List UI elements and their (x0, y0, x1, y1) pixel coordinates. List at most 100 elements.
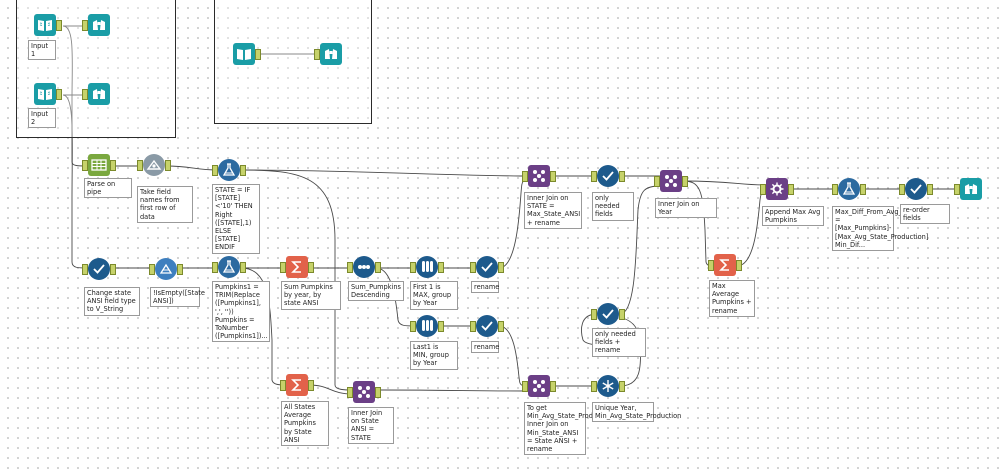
input-anchor[interactable] (410, 262, 416, 273)
output-anchor[interactable] (438, 262, 444, 273)
browse-tool-1[interactable] (82, 14, 110, 36)
input-anchor[interactable] (708, 260, 714, 271)
formula-tool-pumpkins[interactable] (212, 256, 246, 278)
output-anchor[interactable] (375, 262, 381, 273)
output-anchor[interactable] (788, 184, 794, 195)
dynamic-rename-tool[interactable] (137, 154, 171, 176)
tool-label: only needed fields + rename (592, 328, 646, 357)
select-tool-change-state[interactable] (82, 258, 116, 280)
input-anchor[interactable] (591, 309, 597, 320)
input-anchor[interactable] (347, 262, 353, 273)
select-tool-reorder[interactable] (899, 178, 933, 200)
unique-tool[interactable] (591, 375, 625, 397)
select-tool-only-needed-2[interactable] (591, 303, 625, 325)
text-to-columns-tool[interactable] (82, 154, 116, 176)
tool-label: STATE = IF [STATE]<'10' THEN Right ([STA… (212, 184, 260, 254)
output-anchor[interactable] (682, 176, 688, 187)
output-anchor[interactable] (255, 49, 261, 60)
input-anchor[interactable] (522, 381, 528, 392)
output-anchor[interactable] (240, 165, 246, 176)
input-anchor[interactable] (212, 165, 218, 176)
output-anchor[interactable] (56, 20, 62, 31)
input-data-tool-3[interactable] (233, 43, 261, 65)
join-tool-min-state[interactable] (522, 375, 556, 397)
tool-label: First 1 is MAX, group by Year (410, 281, 458, 310)
output-anchor[interactable] (550, 381, 556, 392)
input-anchor[interactable] (212, 262, 218, 273)
tool-label: Input 2 (28, 108, 56, 129)
input-anchor[interactable] (591, 381, 597, 392)
output-anchor[interactable] (308, 262, 314, 273)
input-data-tool-1[interactable] (34, 14, 62, 36)
summarize-tool-all-states[interactable] (280, 374, 314, 396)
browse-tool-2[interactable] (82, 83, 110, 105)
input-anchor[interactable] (470, 321, 476, 332)
output-anchor[interactable] (110, 160, 116, 171)
output-anchor[interactable] (438, 321, 444, 332)
input-anchor[interactable] (280, 380, 286, 391)
formula-tool-state[interactable] (212, 159, 246, 181)
output-anchor[interactable] (619, 171, 625, 182)
sample-tool-last[interactable] (410, 315, 444, 337)
summarize-tool-sum[interactable] (280, 256, 314, 278)
input-anchor[interactable] (410, 321, 416, 332)
input-anchor[interactable] (314, 49, 320, 60)
filter-tool[interactable] (149, 258, 183, 280)
input-anchor[interactable] (82, 20, 88, 31)
input-anchor[interactable] (137, 160, 143, 171)
test-tubes-icon (420, 260, 434, 274)
input-anchor[interactable] (149, 264, 155, 275)
output-anchor[interactable] (110, 264, 116, 275)
tool-label: Max Average Pumpkins + rename (709, 280, 755, 317)
tool-label: !IsEmpty([State ANSI]) (150, 287, 205, 308)
select-tool-rename-1[interactable] (470, 256, 504, 278)
sort-tool[interactable] (347, 256, 381, 278)
input-data-tool-2[interactable] (34, 83, 62, 105)
input-anchor[interactable] (899, 184, 905, 195)
summarize-tool-max-avg[interactable] (708, 254, 742, 276)
output-anchor[interactable] (860, 184, 866, 195)
tool-label: To get Min_Avg_State_Production Inner Jo… (524, 402, 613, 456)
formula-tool-max-diff[interactable] (832, 178, 866, 200)
input-anchor[interactable] (280, 262, 286, 273)
join-tool-year[interactable] (654, 170, 688, 192)
output-anchor[interactable] (736, 260, 742, 271)
sample-tool-first[interactable] (410, 256, 444, 278)
checkmark-icon (480, 319, 494, 333)
output-anchor[interactable] (177, 264, 183, 275)
output-anchor[interactable] (308, 380, 314, 391)
input-anchor[interactable] (760, 184, 766, 195)
output-anchor[interactable] (927, 184, 933, 195)
browse-tool-output[interactable] (954, 178, 982, 200)
flask-icon (222, 260, 236, 274)
select-tool-rename-2[interactable] (470, 315, 504, 337)
input-anchor[interactable] (591, 171, 597, 182)
select-tool-only-needed-1[interactable] (591, 165, 625, 187)
output-anchor[interactable] (619, 309, 625, 320)
output-anchor[interactable] (498, 262, 504, 273)
input-anchor[interactable] (347, 387, 353, 398)
output-anchor[interactable] (550, 171, 556, 182)
output-anchor[interactable] (240, 262, 246, 273)
join-tool-max-state[interactable] (522, 165, 556, 187)
append-fields-tool[interactable] (760, 178, 794, 200)
input-anchor[interactable] (954, 184, 960, 195)
output-anchor[interactable] (165, 160, 171, 171)
input-anchor[interactable] (82, 89, 88, 100)
output-anchor[interactable] (375, 387, 381, 398)
tool-label: Sum Pumpkins by year, by state ANSI (281, 281, 341, 310)
output-anchor[interactable] (619, 381, 625, 392)
output-anchor[interactable] (498, 321, 504, 332)
input-anchor[interactable] (654, 176, 660, 187)
input-anchor[interactable] (522, 171, 528, 182)
input-anchor[interactable] (832, 184, 838, 195)
input-anchor[interactable] (82, 264, 88, 275)
output-anchor[interactable] (56, 89, 62, 100)
browse-tool-3[interactable] (314, 43, 342, 65)
input-anchor[interactable] (470, 262, 476, 273)
input-anchor[interactable] (82, 160, 88, 171)
tool-label: Sum_Pumpkins Descending (348, 281, 404, 302)
join-tool-state-ansi[interactable] (347, 381, 381, 403)
tool-label: Inner Join on State ANSI = STATE (348, 407, 394, 444)
